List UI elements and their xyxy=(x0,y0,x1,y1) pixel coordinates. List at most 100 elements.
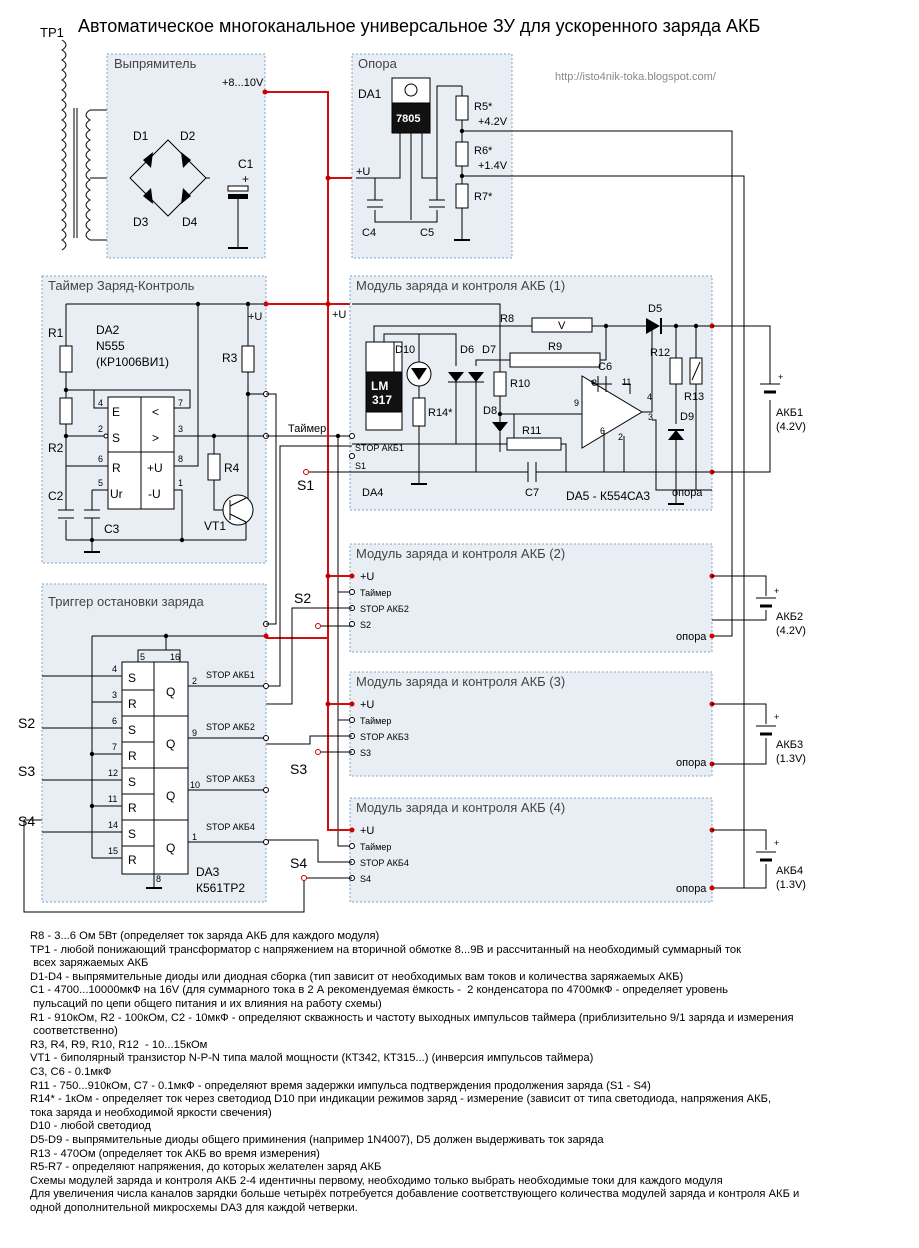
svg-text:14: 14 xyxy=(108,820,118,830)
m3-timer: Таймер xyxy=(360,716,391,726)
note-line: R1 - 910кОм, R2 - 100кОм, C2 - 10мкФ - о… xyxy=(30,1011,794,1038)
diode-d9-icon xyxy=(668,430,684,440)
note-line: D1-D4 - выпрямительные диоды или диодная… xyxy=(30,970,684,983)
vt1-label: VT1 xyxy=(204,519,226,533)
r7-label: R7* xyxy=(474,191,493,203)
note-line: C3, C6 - 0.1мкФ xyxy=(30,1065,112,1078)
trigger-block: Триггер остановки заряда S R S R S R S R… xyxy=(41,583,269,903)
akb1-label: АКБ1 xyxy=(776,407,803,419)
m4-opora: опора xyxy=(676,883,707,895)
r10-label: R10 xyxy=(510,378,530,390)
m3-stop: STOP АКБ3 xyxy=(360,732,409,742)
ff1-r: R xyxy=(128,697,137,711)
svg-text:7: 7 xyxy=(178,398,183,408)
d3-label: D3 xyxy=(133,215,149,229)
note-line: R11 - 750...910кОм, C7 - 0.1мкФ - опреде… xyxy=(30,1079,651,1092)
trig-s3-label: S3 xyxy=(18,763,35,779)
module2-block: Модуль заряда и контроля АКБ (2) +U Тайм… xyxy=(349,543,715,653)
trig-s2-label: S2 xyxy=(18,715,35,731)
c1-label: C1 xyxy=(238,157,254,171)
da1-label: DA1 xyxy=(358,87,382,101)
ff2-s: S xyxy=(128,723,136,737)
pin-r: R xyxy=(112,461,121,475)
r14-label: R14* xyxy=(428,407,453,419)
m4-timer: Таймер xyxy=(360,842,391,852)
akb4-label: АКБ4 xyxy=(776,865,803,877)
tp1-label: TP1 xyxy=(40,25,64,40)
timer-block: Таймер Заряд-Контроль E S R Ur < > +U -U… xyxy=(41,275,269,564)
module4-block: Модуль заряда и контроля АКБ (4) +U Тайм… xyxy=(349,797,715,903)
diode-d8-icon xyxy=(492,422,508,432)
pin-mu: -U xyxy=(148,487,161,501)
akb4-battery: + АКБ4 (1.3V) xyxy=(712,829,806,891)
ff4-s: S xyxy=(128,827,136,841)
svg-text:2: 2 xyxy=(98,424,103,434)
note-line: Для увеличения числа каналов зарядки бол… xyxy=(30,1188,800,1214)
r13-label: R13 xyxy=(684,391,704,403)
svg-text:1: 1 xyxy=(178,478,183,488)
rail-voltage: +8...10V xyxy=(222,77,264,89)
ff1-s: S xyxy=(128,671,136,685)
module3-title: Модуль заряда и контроля АКБ (3) xyxy=(356,674,565,689)
diode-d3-icon xyxy=(143,188,153,204)
akb3-battery: + АКБ3 (1.3V) xyxy=(712,703,806,765)
note-line: C1 - 4700...10000мкФ на 16V (для суммарн… xyxy=(30,984,728,1010)
s1-switch-label: S1 xyxy=(297,477,314,493)
m3-s: S3 xyxy=(360,748,371,758)
trig-stop4: STOP АКБ4 xyxy=(206,822,255,832)
svg-text:1: 1 xyxy=(192,832,197,842)
reg-7805-label: 7805 xyxy=(396,113,420,125)
akb3-label: АКБ3 xyxy=(776,739,803,751)
akb2-label: АКБ2 xyxy=(776,611,803,623)
svg-text:16: 16 xyxy=(170,652,180,662)
component-notes: R8 - 3...6 Ом 5Вт (определяет ток заряда… xyxy=(30,930,910,1215)
ff3-s: S xyxy=(128,775,136,789)
timer-plus-u: +U xyxy=(248,311,262,323)
s3-switch-label: S3 xyxy=(290,761,307,777)
trig-stop1: STOP АКБ1 xyxy=(206,670,255,680)
r2-label: R2 xyxy=(48,441,64,455)
akb4-voltage: (1.3V) xyxy=(776,879,806,891)
r1-label: R1 xyxy=(48,326,64,340)
svg-text:7: 7 xyxy=(112,742,117,752)
ff2-q: Q xyxy=(166,737,175,751)
s4-switch-label: S4 xyxy=(290,855,307,871)
svg-text:6: 6 xyxy=(600,426,605,436)
svg-text:9: 9 xyxy=(192,728,197,738)
c5-label: C5 xyxy=(420,227,434,239)
note-line: R14* - 1кОм - определяет ток через свето… xyxy=(30,1093,772,1119)
r6-label: R6* xyxy=(474,145,493,157)
r8-label: R8 xyxy=(500,313,514,325)
module3-block: Модуль заряда и контроля АКБ (3) +U Тайм… xyxy=(349,671,715,777)
svg-text:4: 4 xyxy=(98,398,103,408)
pin-e: E xyxy=(112,405,120,419)
akb1-plus: + xyxy=(778,372,783,382)
d5-label: D5 xyxy=(648,303,662,315)
svg-text:4: 4 xyxy=(112,664,117,674)
da4-label: DA4 xyxy=(362,487,383,499)
diode-d1-icon xyxy=(143,152,153,168)
svg-text:5: 5 xyxy=(98,478,103,488)
d8-label: D8 xyxy=(483,405,497,417)
ff3-q: Q xyxy=(166,789,175,803)
akb2-plus: + xyxy=(774,586,779,596)
note-line: R13 - 470Ом (определяет ток АКБ во время… xyxy=(30,1147,320,1160)
m3-plus-u: +U xyxy=(360,699,374,711)
note-line: D5-D9 - выпрямительные диоды общего прим… xyxy=(30,1133,604,1146)
pin-pu: +U xyxy=(147,461,163,475)
d7-label: D7 xyxy=(482,344,496,356)
reference-block: Опора DA1 7805 +U R5* +4.2V R6* +1.4V R7… xyxy=(351,53,513,259)
trig-stop2: STOP АКБ2 xyxy=(206,722,255,732)
d6-label: D6 xyxy=(460,344,474,356)
d10-label: D10 xyxy=(395,344,415,356)
s2-switch-label: S2 xyxy=(294,590,311,606)
c2-label: C2 xyxy=(48,489,64,503)
svg-text:15: 15 xyxy=(108,846,118,856)
m4-plus-u: +U xyxy=(360,825,374,837)
m2-opora: опора xyxy=(676,631,707,643)
svg-text:9: 9 xyxy=(574,398,579,408)
diode-d7-icon xyxy=(468,372,484,382)
module4-title: Модуль заряда и контроля АКБ (4) xyxy=(356,800,565,815)
pin-ur: Ur xyxy=(110,487,123,501)
svg-text:3: 3 xyxy=(112,690,117,700)
